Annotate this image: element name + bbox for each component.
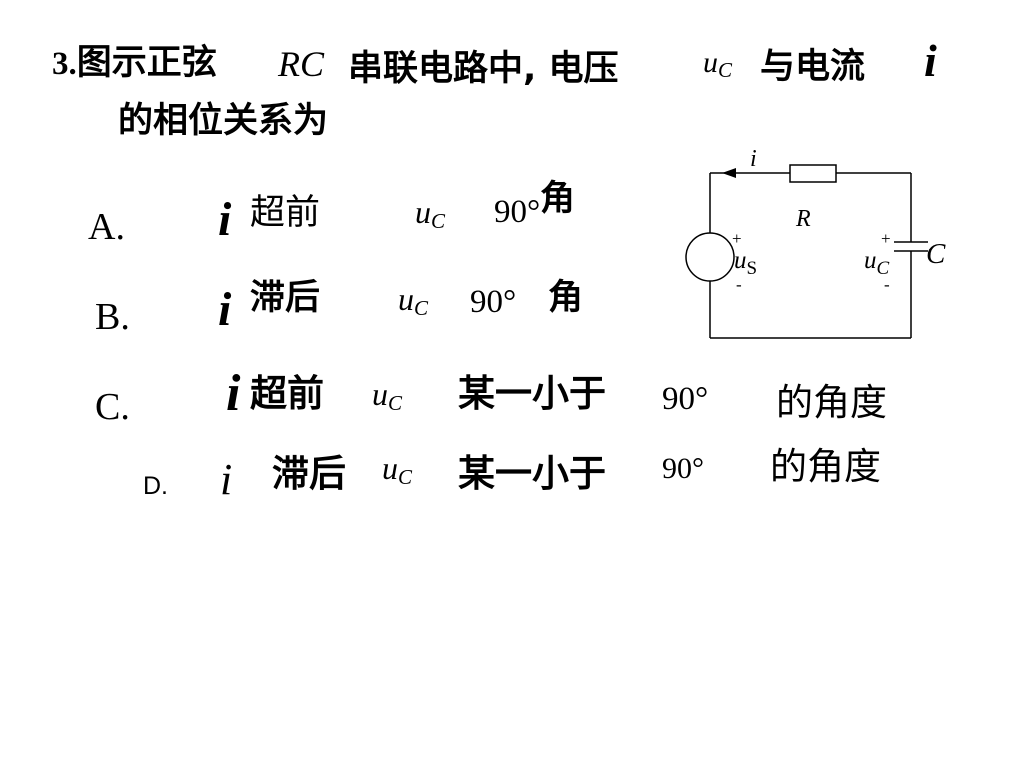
option-c-letter: C. <box>95 386 130 428</box>
option-c-degree: 90° <box>662 381 709 417</box>
voltage-source-symbol <box>685 232 735 282</box>
capacitor-u-label: uC <box>864 247 890 279</box>
current-arrow-icon <box>722 168 736 178</box>
option-c-verb: 超前 <box>250 372 324 415</box>
rc-label: RC <box>278 44 325 84</box>
source-plus-sign: + <box>732 229 742 248</box>
option-d-verb: 滞后 <box>272 452 346 495</box>
question-text-line-2: 的相位关系为 <box>118 101 329 141</box>
option-c-uc: uC <box>372 376 403 415</box>
source-u-label: uS <box>734 247 757 279</box>
option-b-verb: 滞后 <box>250 278 321 318</box>
source-minus-sign: - <box>736 275 742 294</box>
option-c-i: i <box>226 365 241 422</box>
circuit-current-label: i <box>750 146 757 172</box>
option-d-letter: D. <box>143 472 168 500</box>
capacitor-plus-sign: + <box>881 229 891 248</box>
option-d-uc: uC <box>382 450 413 489</box>
capacitor-minus-sign: - <box>884 275 890 294</box>
question-text-part-3: 与电流 <box>760 47 866 87</box>
voltage-uc-label: uC <box>703 46 733 82</box>
option-b-degree: 90° <box>470 284 517 320</box>
option-c-tail: 的角度 <box>776 381 887 424</box>
circuit-capacitor-label: C <box>926 238 946 270</box>
option-a-verb: 超前 <box>250 193 321 233</box>
option-b-uc: uC <box>398 281 429 320</box>
option-d-i: i <box>220 455 233 504</box>
option-b-tail: 角 <box>548 278 584 318</box>
resistor-symbol <box>789 164 837 183</box>
current-i-label: i <box>924 35 937 86</box>
option-a-degree: 90° <box>494 194 541 230</box>
option-c-phrase: 某一小于 <box>458 372 606 415</box>
question-text-part-2: 串联电路中, 电压 <box>348 49 619 89</box>
question-number: 3. <box>52 46 77 82</box>
option-d-tail: 的角度 <box>770 445 881 488</box>
option-d-degree: 90° <box>662 452 704 485</box>
option-a-uc: uC <box>415 194 446 233</box>
option-b-letter: B. <box>95 296 130 338</box>
option-b-i: i <box>218 283 232 336</box>
question-text-part-1: 图示正弦 <box>76 43 217 83</box>
question-line-1: 3.图示正弦 <box>52 46 217 81</box>
option-a-i: i <box>218 193 232 246</box>
circuit-resistor-label: R <box>795 206 811 232</box>
option-a-letter: A. <box>88 206 125 248</box>
option-d-phrase: 某一小于 <box>458 452 606 495</box>
option-a-tail: 角 <box>540 179 576 219</box>
